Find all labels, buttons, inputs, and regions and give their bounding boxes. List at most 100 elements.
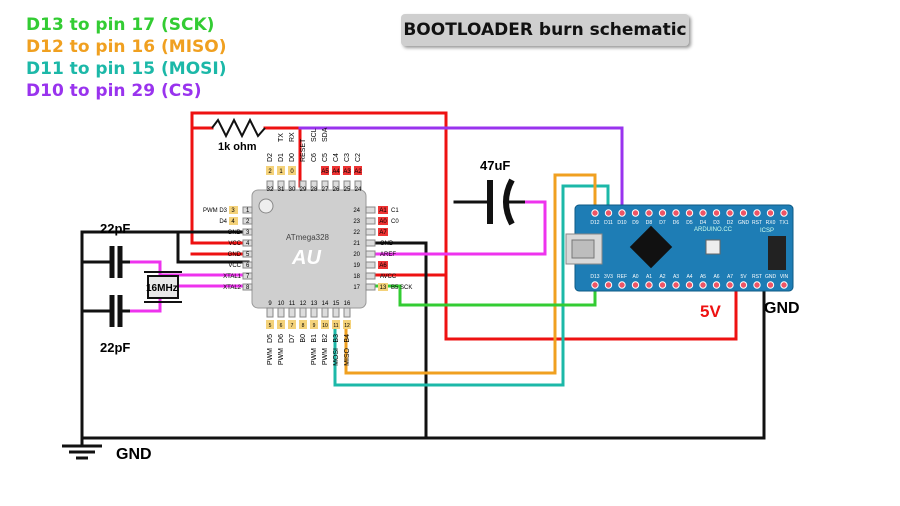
chip-right-port: A0 xyxy=(379,219,387,225)
chip-top-pin-number: 30 xyxy=(289,187,296,193)
chip-left-pin xyxy=(242,261,253,269)
chip-left-pin-number: 7 xyxy=(246,274,250,280)
chip-right-port: 13 xyxy=(380,285,387,291)
chip-left-pin-number: 8 xyxy=(246,285,250,291)
chip-right-port: A1 xyxy=(379,208,387,214)
legend-miso: D12 to pin 16 (MISO) xyxy=(26,37,227,57)
nano-top-pin xyxy=(604,209,613,217)
nano-reset-button xyxy=(705,239,721,255)
chip-bottom-port: 5 xyxy=(269,323,272,329)
chip-right-port: A7 xyxy=(379,230,387,236)
chip-right-pin-number: 20 xyxy=(353,252,360,258)
nano-top-pin xyxy=(753,209,761,217)
cap-bottom-label: 22pF xyxy=(100,340,130,355)
chip-right-port-box xyxy=(378,228,388,236)
nano-top-pin-label: D3 xyxy=(713,220,720,226)
chip-top-func: C5 xyxy=(322,153,329,162)
chip-top-pin-number: 24 xyxy=(355,187,362,193)
chip-bottom-port: 11 xyxy=(333,323,338,329)
chip-top-extra: SCL xyxy=(311,128,318,142)
nano-top-pin xyxy=(699,209,707,217)
nano-top-pin-label: D8 xyxy=(646,220,653,226)
chip-left-func: XTAL2 xyxy=(223,285,242,291)
chip-bottom-func: B3 xyxy=(333,334,340,343)
nano-bottom-pin-label: A2 xyxy=(659,274,665,280)
chip-top-pin xyxy=(277,180,285,191)
nano-bottom-pin xyxy=(658,281,667,289)
chip-bottom-pin xyxy=(321,307,329,318)
icsp-header xyxy=(768,236,786,270)
chip-right-pin-number: 23 xyxy=(353,219,360,225)
nano-bottom-pin-label: VIN xyxy=(780,274,789,280)
chip-bottom-port: 9 xyxy=(313,323,316,329)
chip-top-func: C4 xyxy=(333,153,340,162)
wire-cs xyxy=(298,126,624,215)
chip-bottom-port-box xyxy=(288,320,296,329)
chip-right-pin-number: 24 xyxy=(353,208,360,214)
nano-top-pin xyxy=(672,209,680,217)
chip-left-pin-number: 6 xyxy=(246,263,250,269)
nano-top-pin xyxy=(780,209,788,217)
chip-left-port: 4 xyxy=(231,219,235,225)
chip-top-pin xyxy=(288,180,296,191)
chip-bottom-pin-number: 16 xyxy=(344,301,351,307)
chip-top-port: 0 xyxy=(290,169,294,175)
chip-bottom-pin-number: 12 xyxy=(300,301,307,307)
nano-top-pin-label: D4 xyxy=(700,220,707,226)
chip-top-func: D0 xyxy=(289,153,296,162)
wire-xtal1 xyxy=(128,260,250,277)
chip-top-port: A3 xyxy=(343,169,351,175)
chip-right-func: C0 xyxy=(391,219,399,225)
chip-top-port: 2 xyxy=(268,169,272,175)
nano-bottom-pin xyxy=(766,281,775,289)
nano-bottom-pin xyxy=(672,281,680,289)
chip-left-port-box xyxy=(229,206,238,214)
chip-left-pin xyxy=(242,250,253,258)
nano-top-pin xyxy=(631,209,640,217)
chip-top-port: 1 xyxy=(279,169,283,175)
wire-gnd-main xyxy=(80,230,766,440)
chip-right-port-box xyxy=(378,283,388,291)
nano-bottom-pin-label: A3 xyxy=(673,274,679,280)
chip-left-pin-number: 5 xyxy=(246,252,250,258)
chip-right-port-box xyxy=(378,206,388,214)
chip-right-pin-number: 22 xyxy=(353,230,360,236)
nano-bottom-pin xyxy=(618,281,626,289)
chip-top-func: C6 xyxy=(311,153,318,162)
nano-bottom-pin-label: 5V xyxy=(740,274,747,280)
nano-top-pin-label: D2 xyxy=(727,220,734,226)
chip-top-pin xyxy=(343,180,351,191)
nano-bottom-pin xyxy=(631,281,640,289)
chip-bottom-pin-number: 13 xyxy=(311,301,318,307)
legend-sck: D13 to pin 17 (SCK) xyxy=(26,15,215,35)
chip-top-pin-number: 26 xyxy=(333,187,340,193)
nano-bottom-pin-label: 3V3 xyxy=(604,274,613,280)
chip-left-pin xyxy=(242,272,253,280)
chip-left-port-box xyxy=(229,217,238,225)
wire-miso xyxy=(344,173,597,375)
nano-top-pin-label: D9 xyxy=(632,220,639,226)
chip-name: ATmega328 xyxy=(286,233,330,242)
nano-top-pin xyxy=(685,209,694,217)
chip-top-port: A4 xyxy=(332,169,340,175)
ground-symbol xyxy=(62,438,102,460)
chip-left-pin-number: 3 xyxy=(246,230,250,236)
chip-right-pin xyxy=(365,206,376,214)
wire-5v-reset xyxy=(190,111,250,245)
nano-top-pin-label: D6 xyxy=(673,220,680,226)
nano-top-pin xyxy=(712,209,721,217)
chip-top-pin xyxy=(332,180,340,191)
chip-top-pin-number: 25 xyxy=(344,187,351,193)
nano-bottom-pin xyxy=(699,281,707,289)
chip-left-pin xyxy=(242,228,253,236)
chip-top-port-box xyxy=(266,166,274,175)
cap-top-label: 22pF xyxy=(100,221,130,236)
chip-bottom-extra: MISO xyxy=(344,347,351,365)
chip-top-port-box xyxy=(332,166,340,175)
chip-left-pin xyxy=(242,217,253,225)
chip-top-pin-number: 31 xyxy=(278,187,285,193)
chip-top-func: C3 xyxy=(344,153,351,162)
chip-top-pin-number: 32 xyxy=(267,187,274,193)
chip-top-port-box xyxy=(321,166,329,175)
